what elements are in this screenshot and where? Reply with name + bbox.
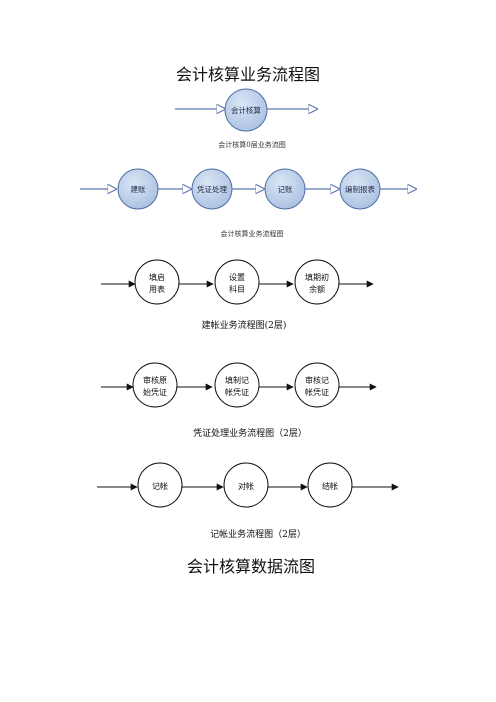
process-node [294,362,340,408]
node-label: 用表 [149,284,165,294]
node-label: 帐凭证 [305,387,329,397]
process-node [134,259,180,305]
node-label: 对帐 [238,481,254,491]
diagram-level0: 会计核算 会计核算0层业务流图 [175,88,317,149]
node-label: 科目 [229,284,245,294]
node-label: 凭证处理 [197,184,227,194]
node-label: 审核记 [305,375,329,385]
node-label: 记帐 [152,481,168,491]
process-node [132,362,178,408]
process-node [214,362,260,408]
node-label: 建账 [131,184,146,194]
process-node [223,462,269,508]
process-node [294,259,340,305]
node-label: 设置 [229,272,245,282]
section-title: 会计核算数据流图 [187,557,315,576]
node-label: 会计核算 [231,105,261,115]
diagram-caption: 记帐业务流程图（2层） [210,528,306,540]
page-title: 会计核算业务流程图 [176,65,320,84]
node-label: 填期初 [305,272,329,282]
node-label: 结帐 [322,481,338,491]
node-label: 余额 [309,284,325,294]
diagram-caption: 会计核算业务流程图 [221,229,284,238]
process-node [307,462,353,508]
node-label: 审核原 [143,375,167,385]
node-label: 记账 [278,185,293,194]
node-label: 帐凭证 [225,387,249,397]
node-label: 填启 [149,272,165,282]
process-node [137,462,183,508]
diagram-posting: 记帐 对帐 结帐 记帐业务流程图（2层） [97,462,399,540]
diagram-voucher: 审核原 始凭证 填制记 帐凭证 审核记 帐凭证 凭证处理业务流程图（2层） [101,362,377,439]
process-node [214,259,260,305]
diagram-caption: 会计核算0层业务流图 [218,140,285,149]
diagram-caption: 凭证处理业务流程图（2层） [193,427,307,439]
node-label: 始凭证 [143,387,167,397]
process-node [224,88,268,132]
node-label: 填制记 [225,375,249,385]
diagram-setup: 填启 用表 设置 科目 填期初 余额 建帐业务流程图(2层) [101,259,374,331]
diagram-level1: 建账 凭证处理 记账 编制报表 会计核算业务流程图 [80,168,416,238]
diagram-caption: 建帐业务流程图(2层) [202,319,287,331]
node-label: 编制报表 [345,184,375,194]
